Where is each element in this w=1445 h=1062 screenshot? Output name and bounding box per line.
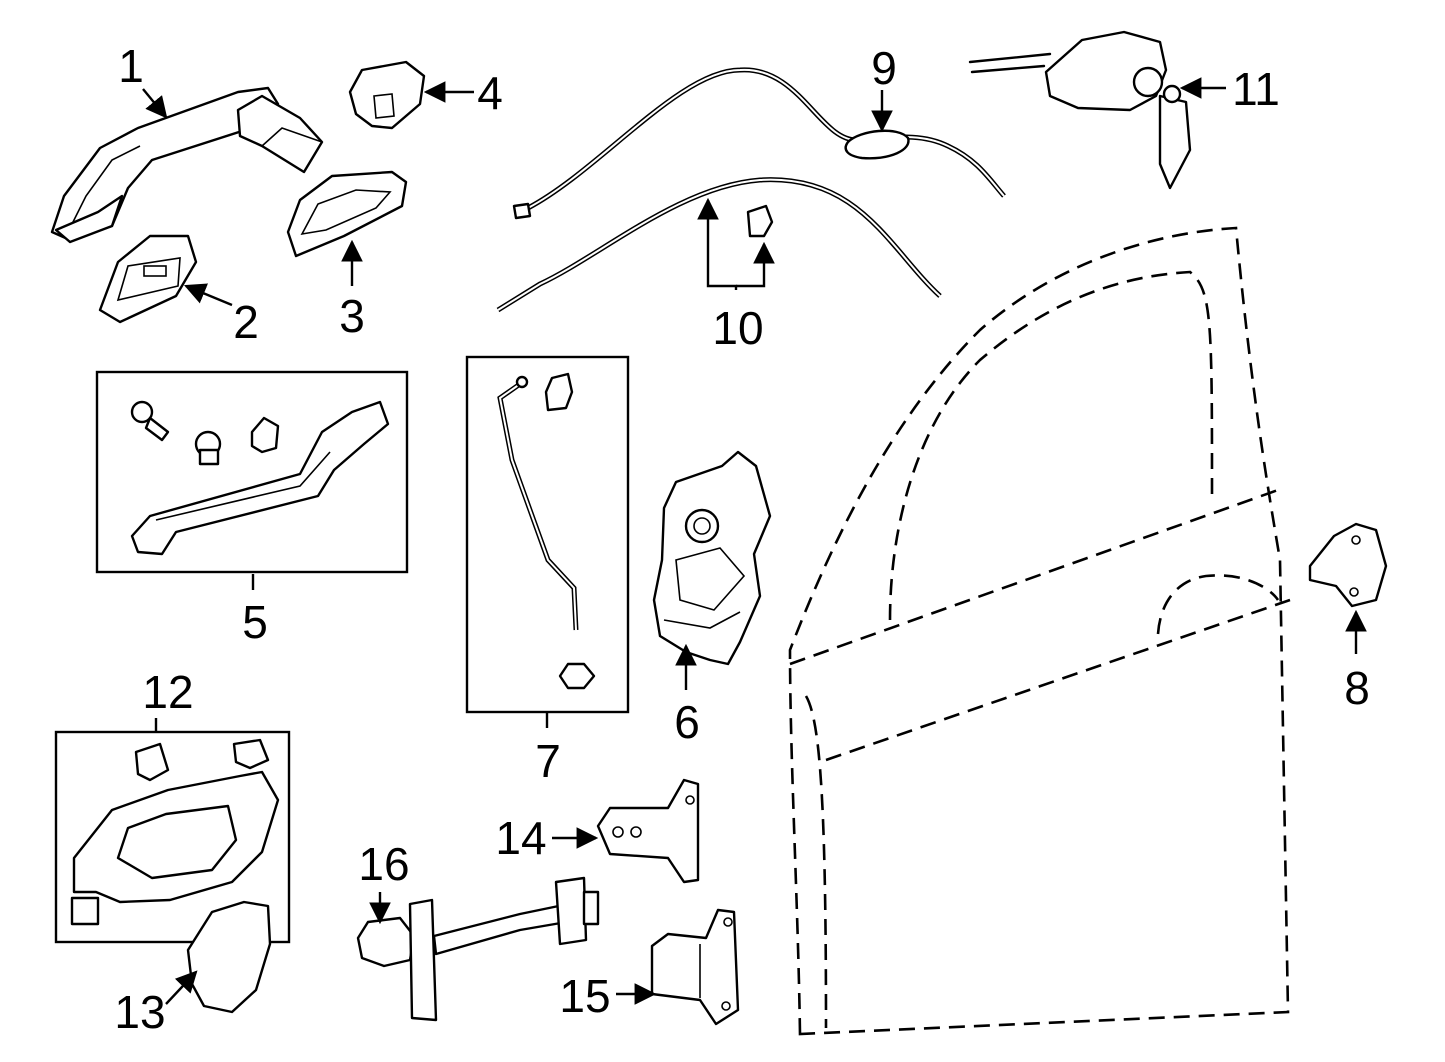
callout-10: 10 — [712, 302, 763, 354]
upper-hinge-part — [596, 778, 700, 884]
lower-hinge-part — [650, 908, 740, 1026]
callout-5: 5 — [242, 596, 268, 648]
callout-4: 4 — [477, 67, 503, 119]
callout-6: 6 — [674, 696, 700, 748]
leader-lines — [142, 77, 1367, 1005]
end-cap-part — [348, 60, 426, 130]
callout-15: 15 — [559, 970, 610, 1022]
lock-cylinder-part — [968, 30, 1192, 190]
outside-handle-part — [50, 86, 324, 244]
handle-pad-part — [286, 170, 408, 258]
callout-2: 2 — [233, 296, 259, 348]
inside-handle-kit — [54, 730, 291, 944]
striker-part — [1308, 522, 1388, 608]
callout-13: 13 — [114, 986, 165, 1038]
door-lock-actuator-part — [652, 450, 772, 666]
door-check-part — [356, 876, 600, 1022]
cable-set — [496, 67, 1006, 313]
callout-1: 1 — [118, 40, 144, 92]
callout-3: 3 — [339, 290, 365, 342]
handle-base-kit — [95, 370, 409, 574]
callout-9: 9 — [871, 42, 897, 94]
callout-12: 12 — [142, 666, 193, 718]
callout-16: 16 — [358, 838, 409, 890]
handle-cap-part — [98, 234, 198, 324]
door-outline — [788, 226, 1291, 1036]
cover-part — [186, 900, 272, 1014]
callout-7: 7 — [535, 735, 561, 787]
callout-14: 14 — [495, 812, 546, 864]
callout-8: 8 — [1344, 662, 1370, 714]
lock-rod-kit — [465, 355, 630, 714]
callout-labels: 1 2 3 4 5 6 7 8 9 10 11 12 13 14 15 16 — [114, 40, 1369, 1038]
callout-11: 11 — [1232, 63, 1280, 115]
